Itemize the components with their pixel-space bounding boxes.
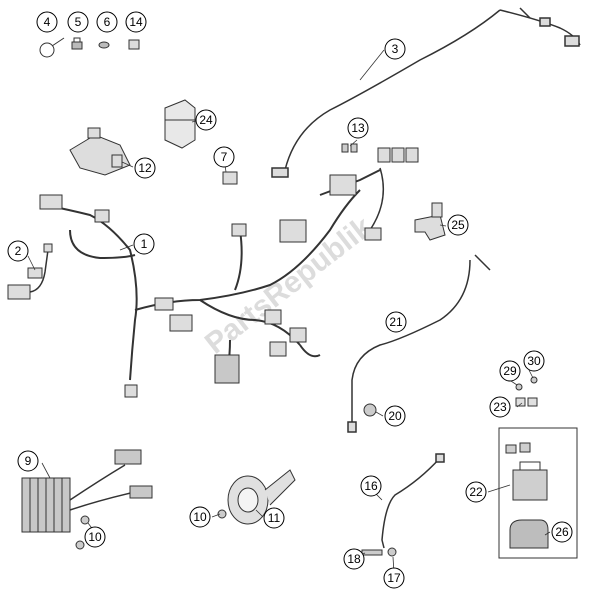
part-13-fuses [341, 143, 358, 153]
callout-17: 17 [383, 567, 405, 589]
part-14-relay [128, 39, 140, 50]
svg-text:22: 22 [469, 485, 483, 499]
callout-30: 30 [523, 350, 545, 372]
part-20-terminal [363, 403, 377, 417]
part-22-26-box [498, 427, 578, 559]
callout-20: 20 [384, 405, 406, 427]
callout-11: 11 [263, 507, 285, 529]
callout-2: 2 [7, 240, 29, 262]
part-12-bracket [69, 127, 131, 176]
svg-text:30: 30 [527, 354, 541, 368]
svg-text:3: 3 [392, 42, 399, 56]
svg-text:7: 7 [221, 150, 228, 164]
svg-text:11: 11 [268, 511, 281, 525]
callout-13: 13 [347, 117, 369, 139]
callout-14: 14 [125, 11, 147, 33]
part-21-cable [347, 254, 491, 433]
svg-text:25: 25 [451, 218, 465, 232]
part-4-cable-tie [39, 37, 65, 58]
svg-text:4: 4 [44, 15, 51, 29]
svg-text:9: 9 [25, 454, 32, 468]
part-1-main-harness [44, 169, 381, 381]
part-16-cable [381, 453, 445, 549]
callout-6: 6 [96, 11, 118, 33]
part-2-sub-harness [7, 243, 53, 300]
svg-text:18: 18 [347, 552, 361, 566]
svg-text:16: 16 [364, 479, 378, 493]
callout-9: 9 [17, 450, 39, 472]
callout-24: 24 [195, 109, 217, 131]
callout-16: 16 [360, 475, 382, 497]
part-6-bulb [98, 41, 110, 49]
callout-10-horn: 10 [189, 506, 211, 528]
part-22-relay [505, 442, 548, 501]
part-23-holder [515, 397, 538, 407]
part-5-connector [71, 37, 83, 50]
svg-text:29: 29 [503, 364, 517, 378]
callout-23: 23 [489, 396, 511, 418]
callout-18: 18 [343, 548, 365, 570]
callout-3: 3 [384, 38, 406, 60]
svg-text:13: 13 [351, 121, 365, 135]
svg-text:12: 12 [138, 161, 152, 175]
part-3-harness [271, 7, 581, 178]
callout-12: 12 [134, 157, 156, 179]
part-9-regulator [21, 449, 153, 533]
part-7-relay [222, 171, 238, 185]
svg-text:6: 6 [104, 15, 111, 29]
part-10-nut-b [217, 509, 227, 519]
svg-text:21: 21 [389, 315, 403, 329]
part-1-connectors [39, 174, 382, 398]
svg-text:20: 20 [388, 409, 402, 423]
callout-10-regulator: 10 [84, 526, 106, 548]
svg-text:5: 5 [75, 15, 82, 29]
callout-22: 22 [465, 481, 487, 503]
callout-29: 29 [499, 360, 521, 382]
callout-5: 5 [67, 11, 89, 33]
svg-text:1: 1 [141, 237, 148, 251]
svg-text:10: 10 [88, 530, 102, 544]
callout-4: 4 [36, 11, 58, 33]
part-17-18-bolt [361, 547, 397, 557]
part-25-connector [414, 202, 446, 241]
callout-26: 26 [551, 521, 573, 543]
svg-text:2: 2 [15, 244, 22, 258]
fuse-box [369, 147, 419, 231]
part-29-30-screws [515, 376, 538, 391]
svg-text:23: 23 [493, 400, 507, 414]
callout-25: 25 [447, 214, 469, 236]
svg-text:26: 26 [555, 525, 569, 539]
part-24-cover [164, 99, 196, 149]
svg-text:17: 17 [387, 571, 401, 585]
callout-1: 1 [133, 233, 155, 255]
svg-text:14: 14 [129, 15, 143, 29]
part-26-cover [509, 519, 549, 549]
callout-21: 21 [385, 311, 407, 333]
svg-text:24: 24 [199, 113, 213, 127]
part-10-nut-a [75, 515, 90, 550]
callout-7: 7 [213, 146, 235, 168]
svg-text:10: 10 [193, 510, 207, 524]
